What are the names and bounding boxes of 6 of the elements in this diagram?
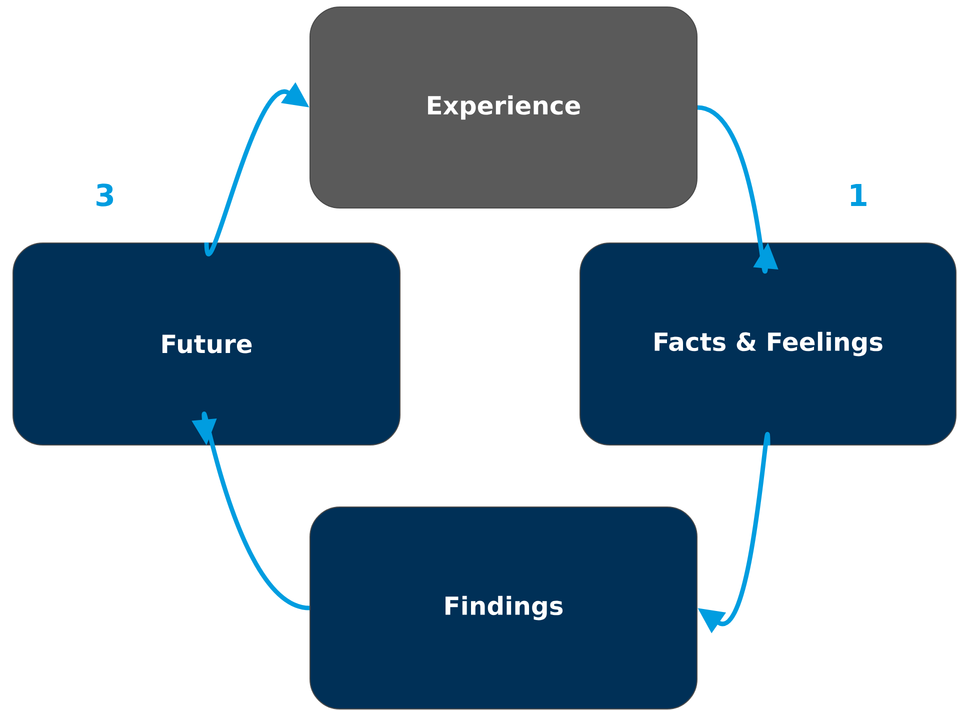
process-box: Facts & Feelings	[580, 242, 956, 446]
process-box: Findings	[310, 506, 698, 710]
step-number: 1	[850, 184, 866, 206]
process-box: Experience	[310, 6, 698, 208]
step-number: 3	[96, 184, 114, 206]
process-box: Future	[12, 242, 400, 446]
